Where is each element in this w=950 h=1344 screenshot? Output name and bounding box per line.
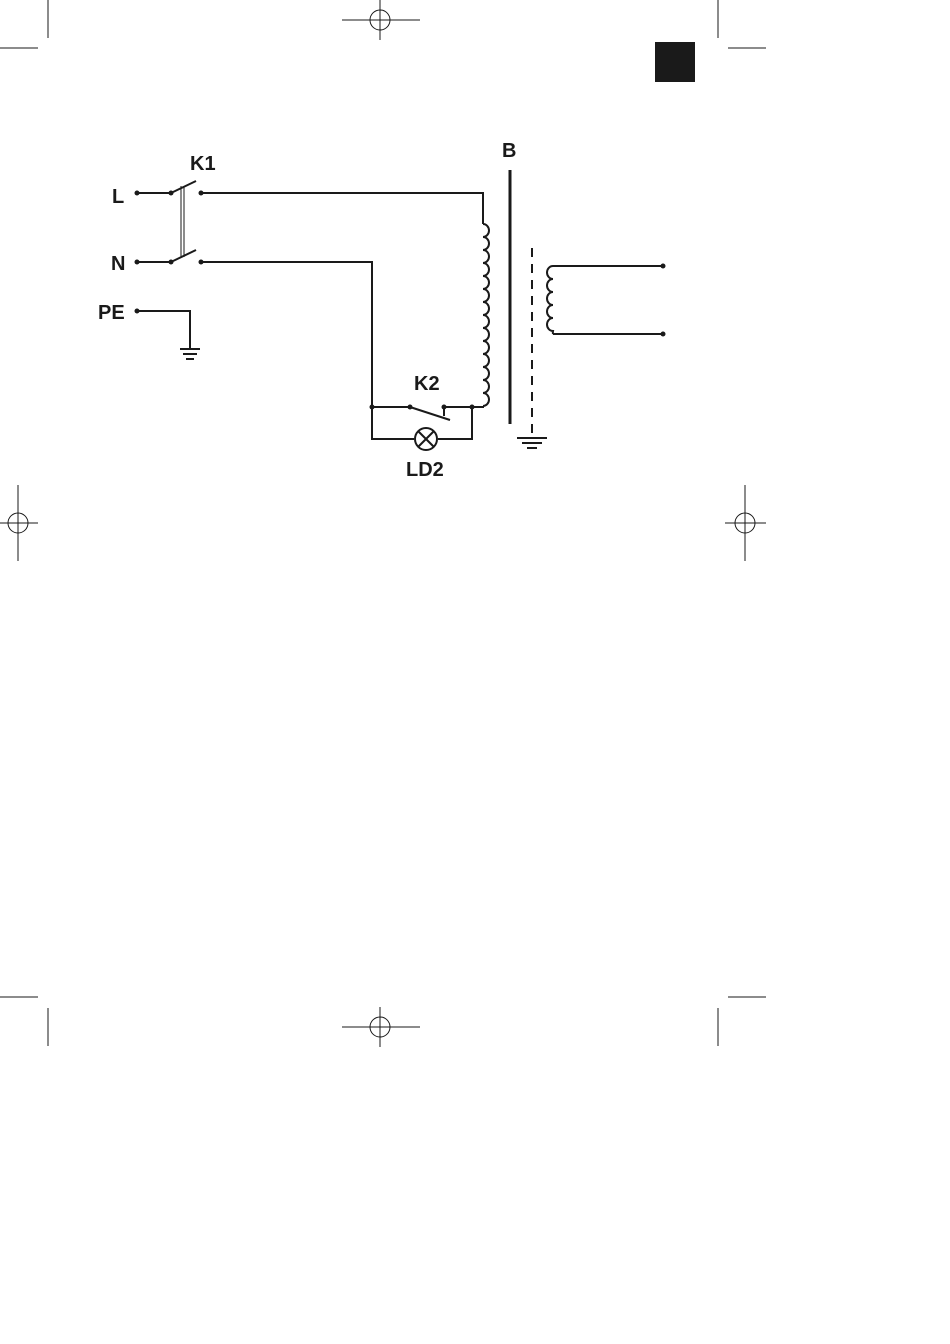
label-pe: PE	[98, 302, 125, 324]
label-k2: K2	[414, 373, 440, 395]
registration-mark-left	[0, 485, 38, 561]
label-b: B	[502, 140, 516, 162]
primary-winding	[483, 224, 489, 406]
label-n: N	[111, 253, 125, 275]
label-l: L	[112, 186, 124, 208]
section-tab	[655, 42, 695, 82]
secondary-winding	[547, 266, 663, 334]
registration-mark-right	[725, 485, 766, 561]
output-terminal-2	[661, 332, 666, 337]
transformer-b	[472, 170, 666, 438]
registration-mark-bottom	[342, 1007, 420, 1047]
wire-n-to-k2-node	[201, 262, 372, 407]
terminal-n	[135, 260, 172, 265]
label-k1: K1	[190, 153, 216, 175]
registration-mark-top	[342, 0, 420, 40]
output-terminal-1	[661, 264, 666, 269]
crop-marks	[0, 0, 766, 1046]
ground-screen	[517, 438, 547, 448]
terminal-l	[135, 191, 172, 196]
wire-l-to-primary	[201, 193, 483, 224]
label-ld2: LD2	[406, 459, 444, 481]
switch-k1	[169, 181, 204, 265]
ground-pe	[135, 309, 201, 360]
lamp-ld2	[372, 407, 472, 450]
switch-k2	[370, 405, 475, 421]
